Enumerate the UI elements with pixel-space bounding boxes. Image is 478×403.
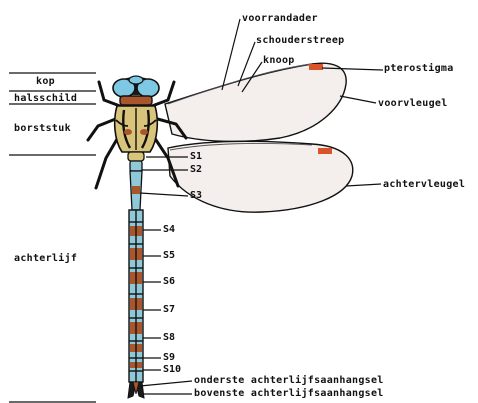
label-halsschild: halsschild <box>14 94 77 104</box>
label-voorvleugel: voorvleugel <box>378 99 448 109</box>
label-s6: S6 <box>163 277 175 287</box>
label-achterlijf: achterlijf <box>14 254 77 264</box>
thorax <box>115 106 158 152</box>
abdomen <box>128 152 144 398</box>
label-achtervleugel: achtervleugel <box>383 180 465 190</box>
label-bovenste-aanhangsel: bovenste achterlijfsaanhangsel <box>194 389 384 399</box>
label-onderste-aanhangsel: onderste achterlijfsaanhangsel <box>194 376 384 386</box>
leader-voorvleugel <box>340 96 376 103</box>
leader-onderste <box>140 381 192 386</box>
abdomen-segment-s1 <box>128 152 144 161</box>
forewing <box>165 63 346 141</box>
forewing-pterostigma <box>309 64 323 70</box>
label-borststuk: borststuk <box>14 124 71 134</box>
leader-achtervleugel <box>346 184 381 186</box>
prothorax <box>120 96 152 105</box>
hindwing-pterostigma <box>318 148 332 154</box>
label-s10: S10 <box>163 365 181 375</box>
abdomen-segment-s2 <box>130 161 142 171</box>
label-schouderstreep: schouderstreep <box>256 36 345 46</box>
label-s4: S4 <box>163 225 175 235</box>
leg-left-hind <box>96 134 120 188</box>
label-voorrandader: voorrandader <box>242 14 318 24</box>
label-s3: S3 <box>190 191 202 201</box>
label-s7: S7 <box>163 305 175 315</box>
leader-s3 <box>140 193 188 196</box>
label-kop: kop <box>36 77 55 87</box>
label-s8: S8 <box>163 333 175 343</box>
leg-left-mid <box>88 118 118 140</box>
label-knoop: knoop <box>263 56 295 66</box>
label-pterostigma: pterostigma <box>384 64 454 74</box>
label-s5: S5 <box>163 251 175 261</box>
label-s1: S1 <box>190 152 202 162</box>
label-s9: S9 <box>163 353 175 363</box>
label-s2: S2 <box>190 165 202 175</box>
leader-voorrandader <box>222 19 240 90</box>
head <box>113 76 159 97</box>
